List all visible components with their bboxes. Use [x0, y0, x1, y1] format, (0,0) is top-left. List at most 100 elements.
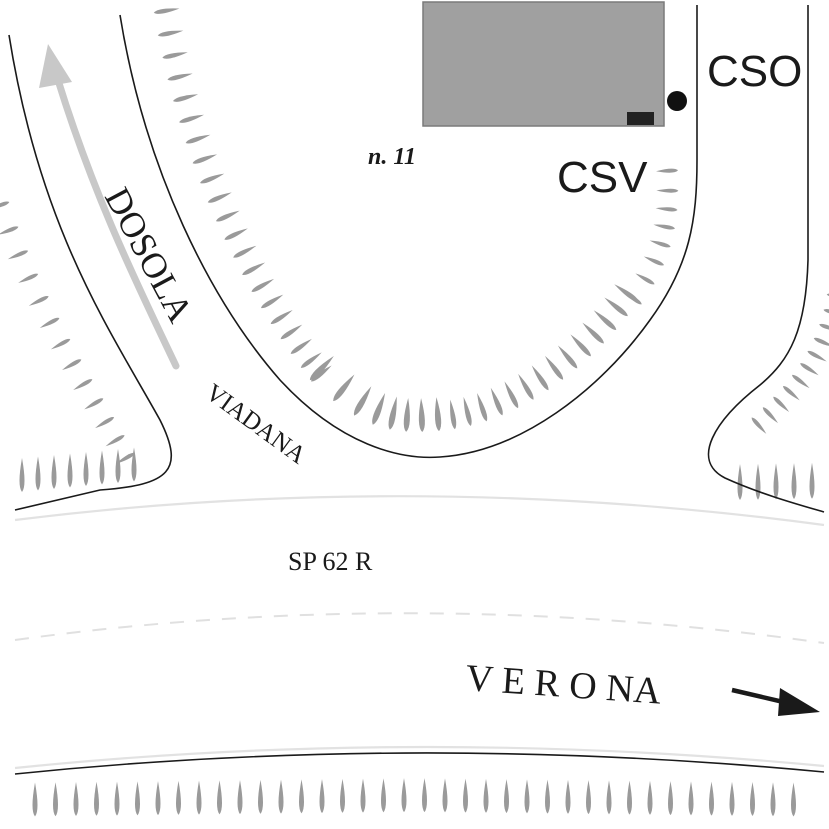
main-road-south-edge-shade	[14, 745, 825, 770]
slope-spike	[299, 779, 304, 814]
slope-spike	[173, 94, 199, 102]
label-parcel: n. 11	[368, 144, 416, 170]
slope-spike	[773, 396, 790, 412]
slope-spike	[653, 224, 676, 230]
slope-spike	[606, 780, 612, 815]
arrow-right-icon	[731, 687, 820, 716]
slope-spike	[435, 401, 441, 432]
slope-spike	[773, 463, 779, 500]
slope-spike	[28, 296, 49, 306]
slope-spike	[290, 338, 312, 354]
slope-spike	[477, 392, 488, 422]
slope-spike	[360, 778, 366, 813]
slope-spike	[623, 291, 642, 305]
slope-spike	[643, 256, 665, 266]
slope-spike	[35, 456, 41, 491]
slope-spike	[114, 781, 120, 816]
slope-spike	[83, 452, 89, 486]
slope-spike	[403, 397, 410, 432]
slope-spike	[300, 352, 322, 368]
slope-spike	[647, 780, 653, 815]
slope-spike	[823, 309, 829, 314]
slope-spike	[67, 453, 73, 488]
slope-spike	[504, 779, 509, 814]
slope-spike	[750, 782, 755, 817]
slope-spike	[450, 399, 457, 430]
slope-spike	[99, 450, 105, 485]
slope-spike	[770, 782, 776, 817]
main-road-centerline	[14, 612, 825, 644]
slope-spike	[162, 52, 188, 59]
slope-spike	[388, 396, 397, 430]
slope-spike	[819, 323, 829, 330]
left-road-outer-edge	[8, 34, 173, 511]
slope-spike	[737, 464, 743, 500]
slope-spike	[570, 334, 591, 357]
building	[422, 1, 665, 127]
building-annex	[627, 112, 654, 125]
slope-spike	[280, 324, 303, 340]
slope-spike	[333, 374, 355, 402]
slope-spike	[635, 273, 655, 285]
slope-spike	[258, 779, 263, 814]
inner-loop-edge	[119, 5, 698, 459]
slope-spike	[582, 322, 604, 344]
slope-spike	[518, 373, 534, 400]
slope-spike	[157, 30, 184, 37]
label-verona: V E R O NA	[464, 657, 663, 713]
slope-spike	[0, 226, 19, 235]
slope-spike	[311, 365, 332, 382]
slope-spike	[167, 73, 193, 81]
slope-spike	[729, 781, 735, 816]
slope-spike	[155, 781, 161, 816]
slope-spike	[813, 337, 829, 346]
label-cso: CSO	[707, 47, 802, 96]
slope-spike	[53, 782, 58, 817]
slope-spike	[791, 782, 796, 817]
slope-spike	[565, 779, 571, 814]
main-road-south-edge	[14, 752, 825, 775]
slope-spike	[483, 778, 489, 813]
slope-spike	[62, 359, 82, 371]
right-road-edge	[707, 5, 825, 513]
slope-spike	[51, 455, 57, 489]
slope-spike	[270, 309, 293, 324]
slope-spike	[200, 173, 225, 184]
slope-spike	[709, 781, 714, 816]
slope-spike	[242, 262, 266, 276]
slope-spike	[504, 381, 519, 409]
slope-spike	[791, 463, 797, 500]
slope-spike	[105, 435, 125, 447]
label-road: SP 62 R	[288, 547, 373, 576]
slope-spike	[207, 192, 232, 203]
slope-spike	[524, 779, 530, 814]
slope-spike	[278, 779, 284, 814]
slope-spike	[217, 780, 222, 815]
slope-spike	[791, 374, 810, 389]
slope-spike	[826, 293, 829, 297]
slope-spike	[176, 780, 181, 815]
main-road-north-edge-shade	[14, 495, 825, 527]
label-csv: CSV	[557, 153, 648, 202]
slope-spike	[131, 447, 137, 482]
filled-circle-icon	[667, 91, 687, 111]
slope-spike	[237, 780, 243, 815]
slope-spike	[185, 134, 211, 144]
slope-spike	[655, 207, 678, 212]
slope-spike	[94, 781, 99, 816]
slope-spike	[762, 407, 778, 424]
slope-spike	[18, 273, 39, 283]
slope-spike	[807, 350, 827, 362]
slope-spike	[656, 168, 679, 173]
slope-spike	[224, 228, 248, 240]
slope-spike	[381, 778, 386, 813]
flow-arrow-shaft	[54, 76, 180, 370]
slope-spike	[593, 310, 617, 331]
slope-spike	[755, 463, 761, 500]
slope-spike	[0, 201, 10, 208]
slope-spike	[7, 250, 29, 260]
slope-spike	[783, 386, 800, 401]
slope-spike	[340, 778, 345, 813]
slope-spike	[50, 338, 71, 350]
slope-spike	[353, 386, 372, 416]
